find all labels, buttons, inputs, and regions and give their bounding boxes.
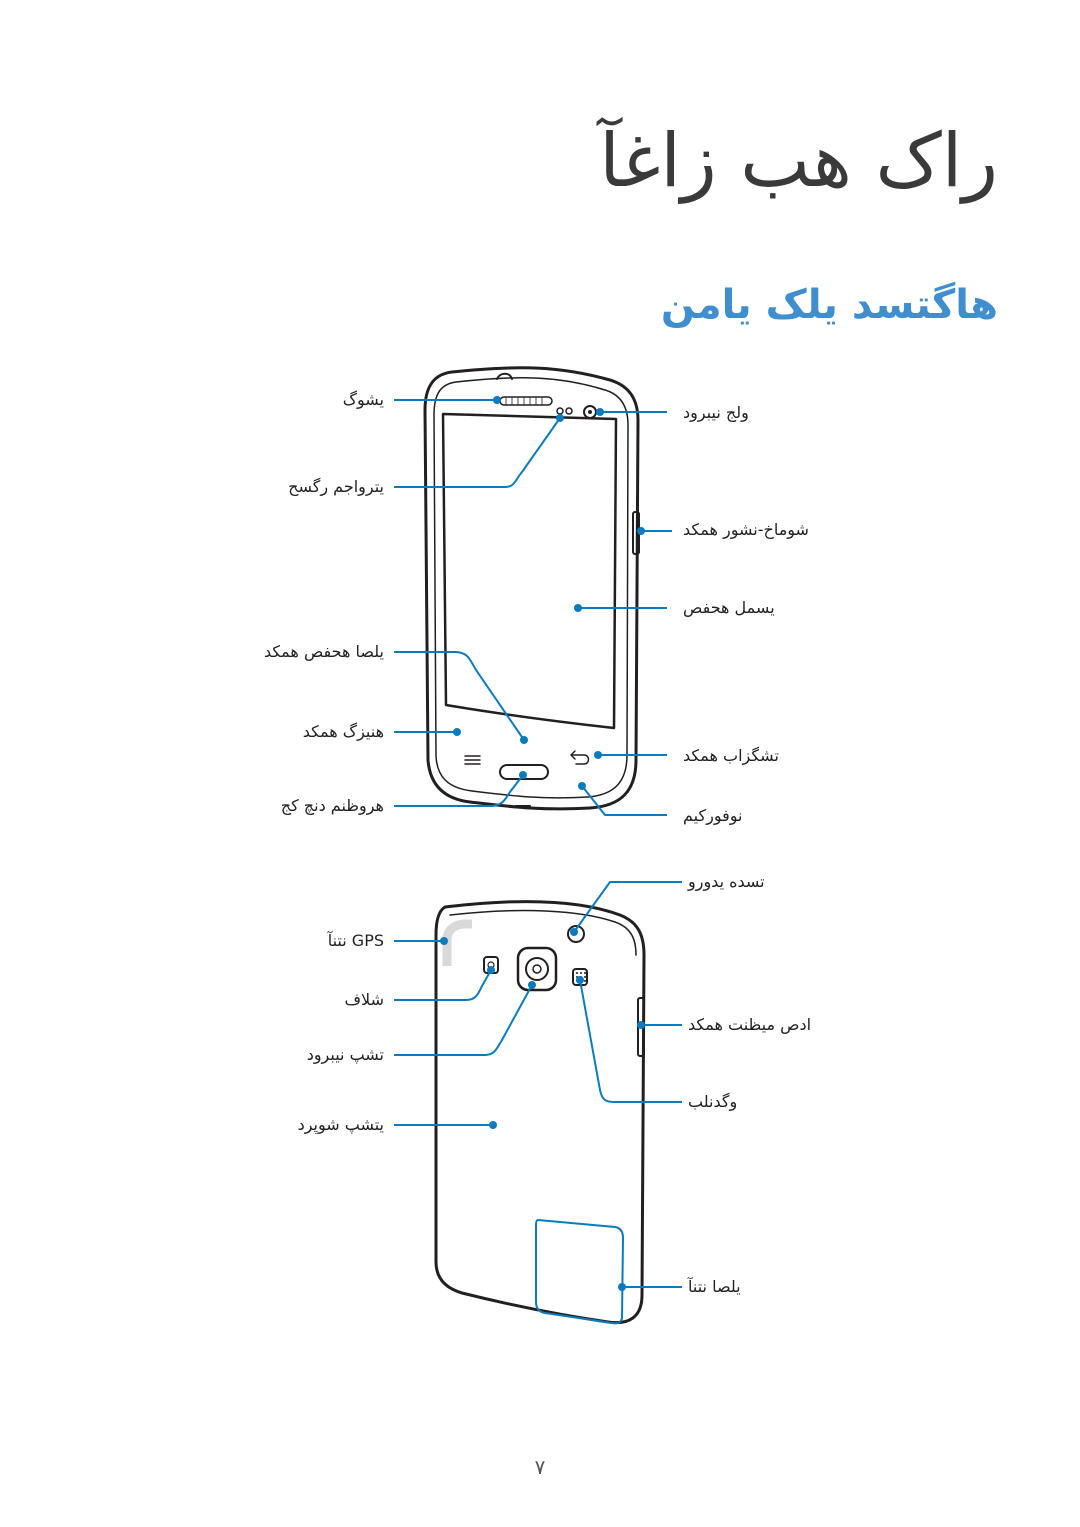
label-home-button: یلصا هحفص همکد xyxy=(263,642,384,661)
front-callouts xyxy=(394,399,672,816)
page-number: ۷ xyxy=(534,1455,546,1479)
gps-antenna-area xyxy=(442,919,472,966)
back-callouts xyxy=(394,881,682,1288)
label-multipurpose-jack: هروظنم دنچ کج xyxy=(280,796,384,815)
front-device xyxy=(423,366,640,811)
label-back-button: تشگزاب همکد xyxy=(683,746,779,765)
label-main-antenna: یلصا نتنآ xyxy=(688,1277,741,1296)
label-rear-camera: تشپ نیبرود xyxy=(306,1045,384,1064)
label-microphone: نوفورکیم xyxy=(683,806,743,825)
label-power-button: شوماخ-نشور همکد xyxy=(683,520,809,539)
label-earpiece: یشوگ xyxy=(342,390,384,409)
label-front-camera: ولج نیبرود xyxy=(683,403,749,422)
label-speaker: وگدنلب xyxy=(688,1092,738,1111)
label-gps-antenna: GPS نتنآ xyxy=(327,931,384,950)
label-headset-jack: تسده یدورو xyxy=(688,872,765,891)
label-menu-button: هنیزگ همکد xyxy=(302,722,384,741)
label-volume-button: ادص میظنت همکد xyxy=(688,1015,812,1034)
section-title: هاگتسد یلک یامن xyxy=(660,282,998,328)
label-back-cover: یتشپ شوپرد xyxy=(297,1115,384,1134)
label-touch-screen: یسمل هحفص xyxy=(683,598,775,617)
back-device xyxy=(434,900,646,1325)
chapter-title: راک هب زاغآ xyxy=(599,118,998,204)
label-flash: شلاف xyxy=(344,990,384,1009)
back-callout-dots xyxy=(440,928,645,1291)
label-proximity-sensor: یترواجم رگسح xyxy=(288,477,384,496)
main-antenna-area xyxy=(535,1218,625,1325)
front-callout-dots xyxy=(453,396,645,790)
